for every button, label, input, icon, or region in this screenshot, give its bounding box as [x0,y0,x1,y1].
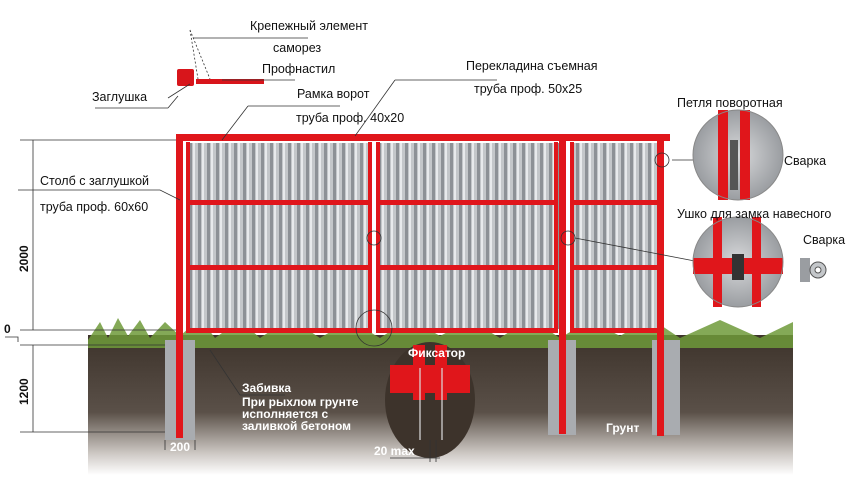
label-driving-note-1: При рыхлом грунте [242,395,359,409]
cap-icon [177,69,194,86]
dim-height-above: 2000 [17,245,31,272]
label-soil: Грунт [606,421,639,435]
label-fixator: Фиксатор [408,346,465,360]
label-screw: саморез [273,41,321,55]
gate-frame [176,134,670,438]
label-driving-note-2: исполняется с [242,407,328,421]
dim-zero: 0 [4,322,11,336]
label-driving-note-3: заливкой бетоном [242,419,351,433]
grass [88,318,793,348]
lock-eye-detail [692,216,784,308]
label-post-pipe: труба проф. 60x60 [40,200,148,214]
dim-gap: 20 max [374,444,415,458]
label-fastener: Крепежный элемент [250,19,368,33]
label-weld-2: Сварка [803,233,845,247]
lock-marker [366,230,382,246]
label-gate-frame-pipe: труба проф. 40x20 [296,111,404,125]
hinge-marker [654,152,670,168]
hinge-detail [692,109,784,201]
dim-footing-width: 200 [170,440,190,454]
label-crossbar-pipe: труба проф. 50x25 [474,82,582,96]
label-cap: Заглушка [92,90,147,104]
label-crossbar: Перекладина съемная [466,59,598,73]
label-weld-1: Сварка [784,154,826,168]
fixator-detail [385,342,475,458]
label-post: Столб с заглушкой [40,174,149,188]
label-driving: Забивка [242,381,291,395]
sheet-profile [196,79,264,84]
label-gate-frame: Рамка ворот [297,87,370,101]
dim-depth: 1200 [17,378,31,405]
fixator-marker [355,309,393,347]
gate-leaf-right-sheet [378,143,560,329]
wicket-sheet [572,143,660,329]
label-hinge: Петля поворотная [677,96,783,110]
weld-eye-icon [800,258,827,282]
post-footing-right [652,340,680,435]
label-lock-eye: Ушко для замка навесного [677,207,831,221]
label-profiled-sheet: Профнастил [262,62,335,76]
gate-leaf-left-sheet [186,143,372,329]
